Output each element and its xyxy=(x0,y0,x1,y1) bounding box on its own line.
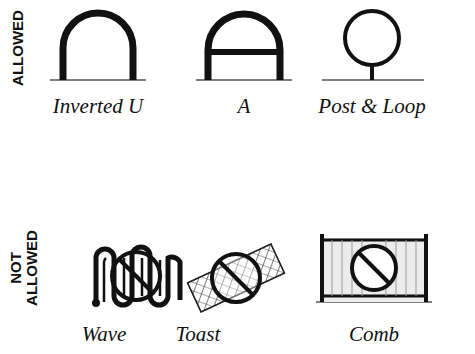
inverted-u-rack xyxy=(50,13,146,80)
post-and-loop-rack xyxy=(322,11,424,80)
wave-rack xyxy=(92,247,180,307)
a-rack xyxy=(196,14,292,80)
toast-rack xyxy=(188,244,285,312)
section-heading: NOT ALLOWED xyxy=(8,229,40,307)
section-heading: ALLOWED xyxy=(10,10,26,86)
rack-caption: Post & Loop xyxy=(318,94,425,119)
rack-caption: Comb xyxy=(349,322,399,347)
comb-rack xyxy=(316,234,432,302)
rack-caption: Wave xyxy=(82,322,127,347)
rack-caption: Toast xyxy=(176,322,221,347)
rack-caption: Inverted U xyxy=(53,94,143,119)
rack-caption: A xyxy=(238,94,251,119)
